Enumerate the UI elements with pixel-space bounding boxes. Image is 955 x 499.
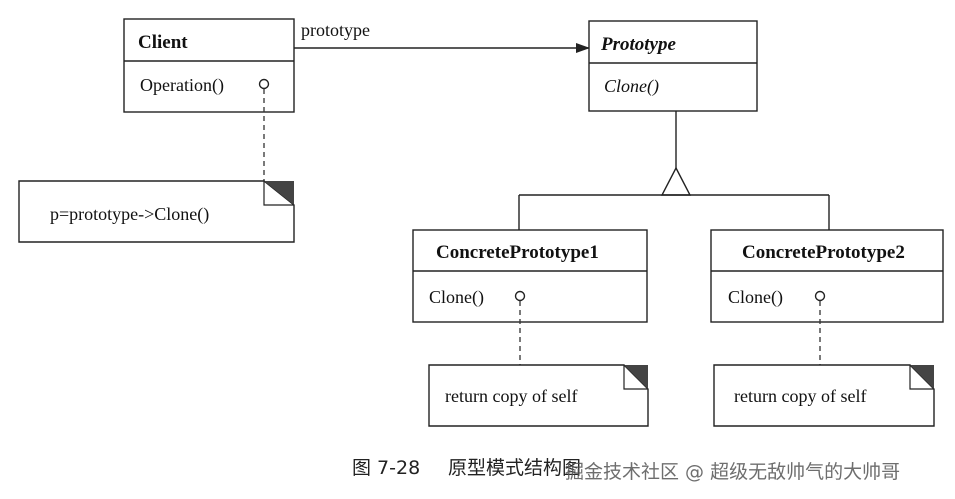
- concrete-prototype-1-note-box: [428, 364, 649, 427]
- concrete-prototype-2-note: return copy of self: [713, 364, 935, 427]
- concrete-prototype-2-note-fold-icon: [910, 365, 934, 389]
- client-note: p=prototype->Clone(): [18, 180, 295, 243]
- prototype-class: Prototype Clone(): [588, 20, 758, 112]
- concrete-prototype-2-operation: Clone(): [728, 287, 783, 308]
- concrete-prototype-1-operation: Clone(): [429, 287, 484, 308]
- concrete-prototype-1-note-fold-icon: [624, 365, 648, 389]
- concrete-prototype-2-box: [710, 229, 944, 323]
- prototype-class-name: Prototype: [600, 34, 676, 55]
- concrete-prototype-1-name: ConcretePrototype1: [436, 242, 599, 263]
- client-class-box: [123, 18, 295, 113]
- concrete-prototype-2-note-box: [713, 364, 935, 427]
- figure-number: 图 7-28: [352, 457, 420, 479]
- concrete-prototype-2-note-text: return copy of self: [734, 386, 866, 406]
- concrete-prototype-1-note-anchor-icon: [514, 290, 526, 302]
- inheritance-triangle-icon: [660, 166, 692, 196]
- client-note-text: p=prototype->Clone(): [50, 204, 209, 225]
- client-note-anchor-icon: [258, 78, 270, 90]
- concrete-prototype-2-class: ConcretePrototype2 Clone(): [710, 229, 944, 323]
- concrete-prototype-1-box: [412, 229, 648, 323]
- concrete-prototype-1-note: return copy of self: [428, 364, 649, 427]
- concrete-prototype-2-note-anchor-icon: [814, 290, 826, 302]
- concrete-prototype-2-name: ConcretePrototype2: [742, 242, 905, 263]
- client-operation: Operation(): [140, 75, 224, 96]
- concrete-prototype-1-class: ConcretePrototype1 Clone(): [412, 229, 648, 323]
- figure-title: 原型模式结构图: [448, 457, 581, 479]
- association-label: prototype: [301, 20, 370, 40]
- client-note-box: [18, 180, 295, 243]
- client-class: Client Operation(): [123, 18, 295, 113]
- prototype-class-box: [588, 20, 758, 112]
- client-note-fold-icon: [264, 181, 294, 205]
- concrete-prototype-1-note-text: return copy of self: [445, 386, 577, 406]
- client-class-name: Client: [138, 32, 188, 53]
- prototype-operation: Clone(): [604, 76, 659, 97]
- watermark: 掘金技术社区 @ 超级无敌帅气的大帅哥: [565, 461, 900, 483]
